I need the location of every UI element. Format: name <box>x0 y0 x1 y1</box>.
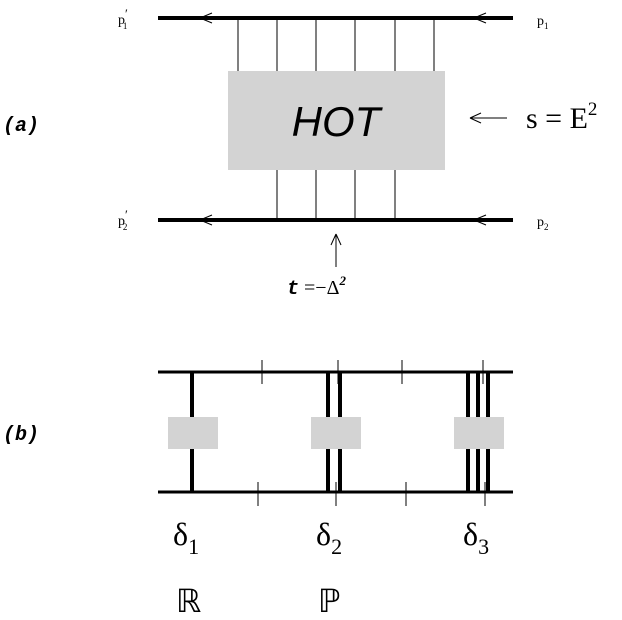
bottom-left-arrow <box>199 214 213 226</box>
hot-label: HOT <box>292 98 384 145</box>
energy-arrow <box>469 112 507 124</box>
delta-1-label: δ1 <box>173 516 199 559</box>
transfer-arrow <box>330 233 342 267</box>
transfer-label: t =−Δ2 <box>287 273 346 301</box>
p2-label: p2 <box>537 215 549 232</box>
panel-b-label: (b) <box>3 424 39 447</box>
b-bottom-ticks <box>257 482 486 506</box>
reggeon-symbol: ℝ <box>176 582 201 620</box>
p1-prime-label: p′1 <box>118 6 128 31</box>
top-right-arrow <box>473 12 487 24</box>
bottom-right-arrow <box>473 214 487 226</box>
p2-prime-label: p′2 <box>118 207 128 232</box>
energy-label: s = E2 <box>526 99 597 135</box>
delta-3-label: δ3 <box>463 516 489 559</box>
panel-a-label: (a) <box>3 115 39 138</box>
pomeron-symbol: ℙ <box>318 582 340 620</box>
hot-box <box>228 71 445 170</box>
p1-label: p1 <box>537 14 549 31</box>
exchange-lines-bottom <box>276 170 396 220</box>
exchange-group-2 <box>311 372 361 492</box>
exchange-lines-top <box>237 18 435 72</box>
top-left-arrow <box>199 12 213 24</box>
exchange-group-1 <box>168 372 218 492</box>
delta-2-label: δ2 <box>316 516 342 559</box>
exchange-group-3 <box>454 372 504 492</box>
